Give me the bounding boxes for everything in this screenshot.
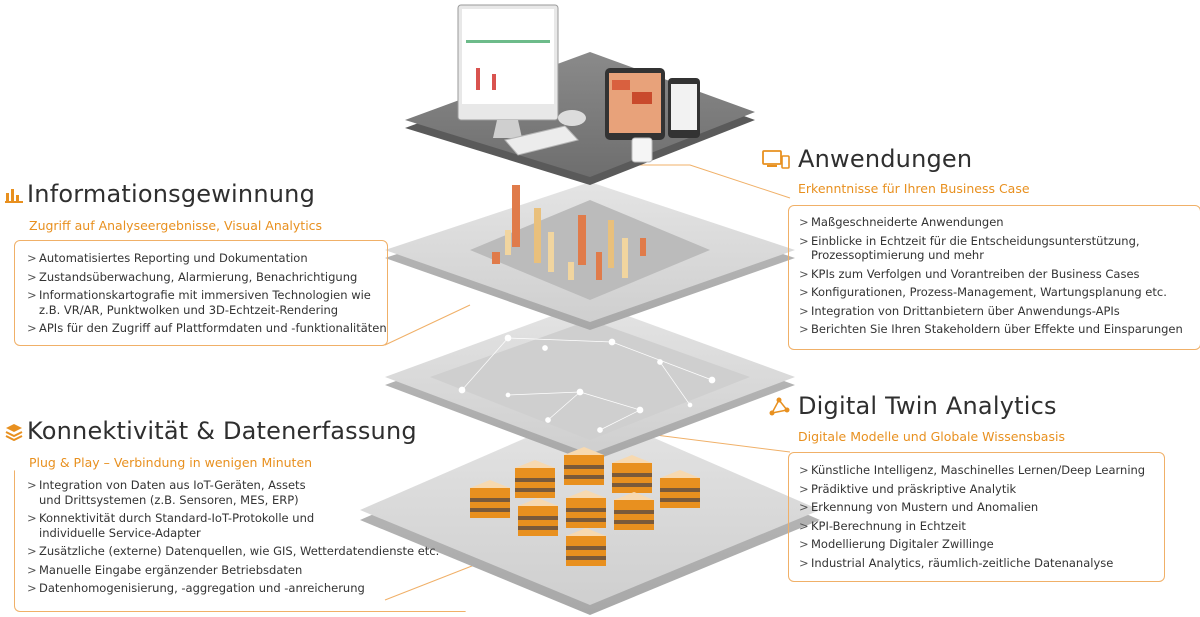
list-item: Erkennung von Mustern und Anomalien [799, 500, 1164, 515]
layer-network [385, 302, 795, 462]
list-item: Datenhomogenisierung, -aggregation und -… [27, 581, 465, 596]
info-box-digital-twin: Künstliche Intelligenz, Maschinelles Ler… [788, 452, 1165, 582]
bar-towers [492, 185, 646, 280]
network-nodes [458, 334, 716, 433]
section-title: Informationsgewinnung [27, 180, 316, 208]
list-item: Integration von Drittanbietern über Anwe… [799, 304, 1200, 319]
list-item: Prädiktive und präskriptive Analytik [799, 482, 1164, 497]
list-item: Modellierung Digitaler Zwillinge [799, 537, 1164, 552]
bar-chart-icon [5, 189, 23, 203]
network-nodes-icon [769, 397, 790, 416]
section-title: Digital Twin Analytics [798, 392, 1057, 420]
list-item: Manuelle Eingabe ergänzender Betriebsdat… [27, 563, 465, 578]
list-item: Zusätzliche (externe) Datenquellen, wie … [27, 544, 465, 559]
list-item: KPI-Berechnung in Echtzeit [799, 519, 1164, 534]
list-item: Automatisiertes Reporting und Dokumentat… [27, 251, 387, 266]
info-box-informationsgewinnung: Automatisiertes Reporting und Dokumentat… [14, 240, 388, 346]
list-item: Künstliche Intelligenz, Maschinelles Ler… [799, 463, 1164, 478]
section-title: Konnektivität & Datenerfassung [27, 417, 417, 445]
section-subtitle: Zugriff auf Analyseergebnisse, Visual An… [29, 218, 323, 233]
list-item: Berichten Sie Ihren Stakeholdern über Ef… [799, 322, 1200, 337]
list-item: Industrial Analytics, räumlich-zeitliche… [799, 556, 1164, 571]
list-item: Konnektivität durch Standard-IoT-Protoko… [27, 511, 339, 540]
list-item: Integration von Daten aus IoT-Geräten, A… [27, 478, 329, 507]
devices-illustration [457, 4, 700, 163]
layers-icon [5, 424, 23, 441]
section-title: Anwendungen [798, 145, 973, 173]
list-item: Maßgeschneiderte Anwendungen [799, 215, 1200, 230]
list-item: KPIs zum Verfolgen und Vorantreiben der … [799, 267, 1200, 282]
server-cubes [470, 447, 700, 566]
section-subtitle: Plug & Play – Verbindung in wenigen Minu… [29, 455, 313, 470]
section-subtitle: Erkenntnisse für Ihren Business Case [798, 181, 1030, 196]
list-item: Zustandsüberwachung, Alarmierung, Benach… [27, 270, 387, 285]
info-box-konnektivitaet: Integration von Daten aus IoT-Geräten, A… [14, 470, 466, 612]
section-subtitle: Digitale Modelle und Globale Wissensbasi… [798, 429, 1065, 444]
info-box-anwendungen: Maßgeschneiderte Anwendungen Einblicke i… [788, 205, 1200, 350]
layer-analytics [385, 182, 795, 330]
devices-icon [762, 150, 790, 169]
list-item: Einblicke in Echtzeit für die Entscheidu… [799, 234, 1181, 263]
list-item: Informationskartografie mit immersiven T… [27, 288, 379, 317]
list-item: Konfigurationen, Prozess-Management, War… [799, 285, 1200, 300]
list-item: APIs für den Zugriff auf Plattformdaten … [27, 321, 387, 336]
